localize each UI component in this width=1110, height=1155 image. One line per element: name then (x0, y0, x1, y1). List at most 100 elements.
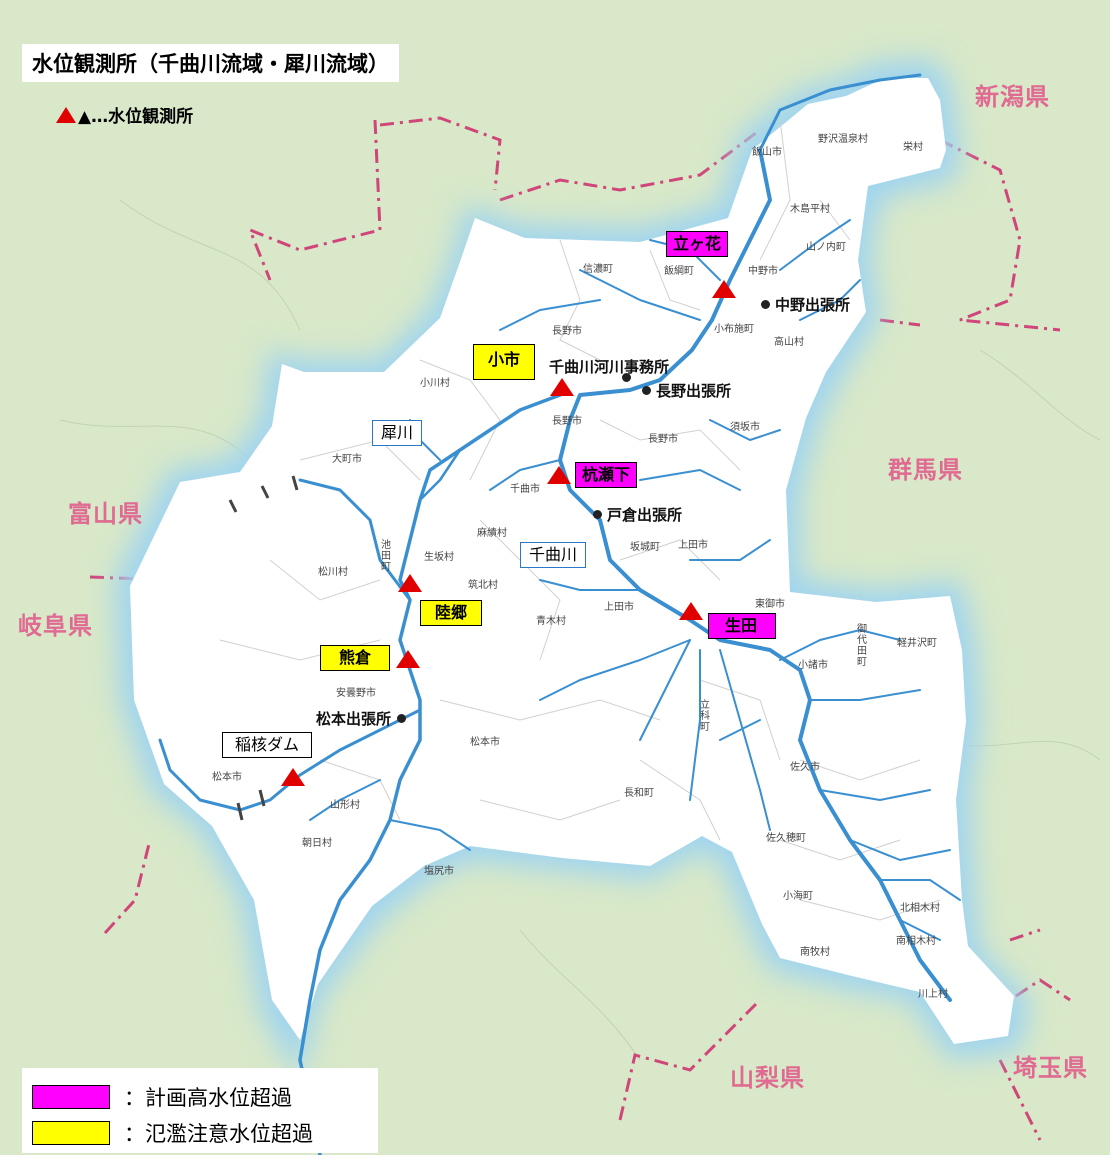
muni-matsumoto-c: 松本市 (470, 737, 500, 748)
muni-nagano-city-s: 長野市 (648, 434, 678, 445)
muni-ikeda: 池田町 (381, 540, 391, 573)
muni-matsumoto-w: 松本市 (212, 772, 242, 783)
muni-omi: 麻績村 (477, 528, 507, 539)
muni-minamimaki: 南牧村 (800, 947, 830, 958)
muni-ueda-s: 上田市 (604, 602, 634, 613)
muni-shinano: 信濃町 (583, 264, 613, 275)
muni-karuizawa: 軽井沢町 (897, 638, 937, 649)
river-label-saigawa: 犀川 (372, 420, 423, 446)
station-label-inekoki-dam[interactable]: 稲核ダム (222, 732, 313, 758)
muni-ogawa: 小川村 (420, 378, 450, 389)
station-marker-inekoki (281, 768, 305, 786)
muni-nagano-city-c: 長野市 (552, 416, 582, 427)
muni-omachi: 大町市 (332, 454, 362, 465)
muni-sakaki: 坂城町 (630, 542, 660, 553)
office-dot-icon (622, 373, 631, 382)
office-jimusho-label: 千曲川河川事務所 (549, 358, 670, 376)
muni-kawakami: 川上村 (918, 989, 948, 1000)
muni-tomi: 東御市 (755, 599, 785, 610)
office-dot-icon (761, 300, 770, 309)
muni-nozawa: 野沢温泉村 (818, 134, 868, 145)
muni-yamagata: 山形村 (330, 800, 360, 811)
office-nagano: 長野出張所 (642, 380, 731, 401)
muni-takayama: 高山村 (774, 337, 804, 348)
office-jimusho-dot (622, 373, 636, 382)
muni-sakae: 栄村 (903, 142, 923, 153)
muni-matsukawa: 松川村 (318, 567, 348, 578)
muni-azumino: 安曇野市 (336, 688, 376, 699)
pref-label-toyama: 富山県 (68, 500, 143, 528)
muni-chikuhoku: 筑北村 (468, 580, 498, 591)
station-marker-rikugo (398, 574, 422, 592)
office-nagano-label: 長野出張所 (656, 382, 732, 400)
muni-kitaaiki: 北相木村 (900, 903, 940, 914)
muni-minamiaiki: 南相木村 (896, 936, 936, 947)
pref-label-saitama: 埼玉県 (1013, 1054, 1088, 1082)
office-dot-icon (397, 714, 407, 723)
muni-nagawa: 長和町 (624, 788, 654, 799)
station-label-kuiseshita[interactable]: 杭瀬下 (575, 462, 638, 488)
station-marker-oichi (550, 378, 574, 396)
office-dot-icon (593, 510, 602, 519)
muni-ueda-n: 上田市 (678, 540, 708, 551)
marker-legend-label: ▲…水位観測所 (78, 107, 194, 127)
muni-tateshina: 立科町 (700, 700, 710, 733)
muni-obuse: 小布施町 (714, 324, 754, 335)
muni-nagano-city-n: 長野市 (552, 326, 582, 337)
office-tokura: 戸倉出張所 (593, 504, 682, 525)
station-marker-kumakura (396, 650, 420, 668)
muni-aoki: 青木村 (536, 616, 566, 627)
station-label-kumakura[interactable]: 熊倉 (320, 645, 391, 671)
river-network (158, 73, 961, 1155)
muni-asahi: 朝日村 (302, 838, 332, 849)
office-dot-icon (642, 386, 651, 395)
muni-komoro: 小諸市 (798, 660, 828, 671)
office-tokura-label: 戸倉出張所 (607, 506, 683, 524)
legend-row-flood-warning: ：氾濫注意水位超過 (32, 1118, 313, 1148)
river-label-chikumagawa: 千曲川 (520, 542, 587, 568)
muni-miyota: 御代田町 (857, 624, 867, 668)
muni-iiyama: 飯山市 (752, 147, 782, 158)
muni-kijimadaira: 木島平村 (790, 204, 830, 215)
muni-shiojiri: 塩尻市 (424, 866, 454, 877)
legend-label-flood-warning: ：氾濫注意水位超過 (124, 1122, 313, 1146)
pref-label-gunma: 群馬県 (888, 456, 963, 484)
office-matsumoto: 松本出張所 (316, 708, 407, 729)
pref-label-gifu: 岐阜県 (18, 612, 93, 640)
muni-sakuho: 佐久穂町 (766, 833, 806, 844)
office-nakano: 中野出張所 (761, 294, 850, 315)
marker-legend: ▲…水位観測所 (56, 102, 193, 127)
muni-ikusaka: 生坂村 (424, 552, 454, 563)
muni-yamanouchi: 山ノ内町 (806, 242, 846, 253)
station-label-oichi[interactable]: 小市 (473, 344, 536, 380)
muni-iizuna: 飯綱町 (664, 266, 694, 277)
muni-suzaka: 須坂市 (730, 422, 760, 433)
muni-koumi: 小海町 (783, 891, 813, 902)
legend-swatch-magenta (32, 1085, 110, 1109)
legend-swatch-yellow (32, 1121, 110, 1145)
pref-label-niigata: 新潟県 (975, 83, 1050, 111)
muni-chikuma: 千曲市 (510, 484, 540, 495)
map-title: 水位観測所（千曲川流域・犀川流域） (22, 44, 399, 82)
dam-ticks (228, 475, 299, 821)
red-triangle-icon (56, 106, 76, 123)
muni-nakano-city: 中野市 (748, 266, 778, 277)
office-matsumoto-label: 松本出張所 (316, 710, 392, 728)
legend-row-planned-high: ：計画高水位超過 (32, 1082, 292, 1112)
office-nakano-label: 中野出張所 (775, 296, 851, 314)
muni-saku: 佐久市 (790, 762, 820, 773)
municipal-boundaries (219, 119, 941, 921)
station-marker-kuiseshita (547, 466, 571, 484)
color-legend: ：計画高水位超過 ：氾濫注意水位超過 (22, 1068, 378, 1153)
station-marker-tategahana (712, 280, 736, 298)
station-label-tategahana[interactable]: 立ヶ花 (666, 231, 729, 257)
station-label-rikugo[interactable]: 陸郷 (420, 600, 483, 626)
station-label-ikuta[interactable]: 生田 (708, 613, 777, 639)
pref-label-yamanashi: 山梨県 (730, 1064, 805, 1092)
office-jimusho: 千曲川河川事務所 (549, 356, 669, 377)
station-marker-ikuta (679, 602, 703, 620)
legend-label-planned-high: ：計画高水位超過 (124, 1086, 292, 1110)
station-markers (281, 280, 736, 786)
